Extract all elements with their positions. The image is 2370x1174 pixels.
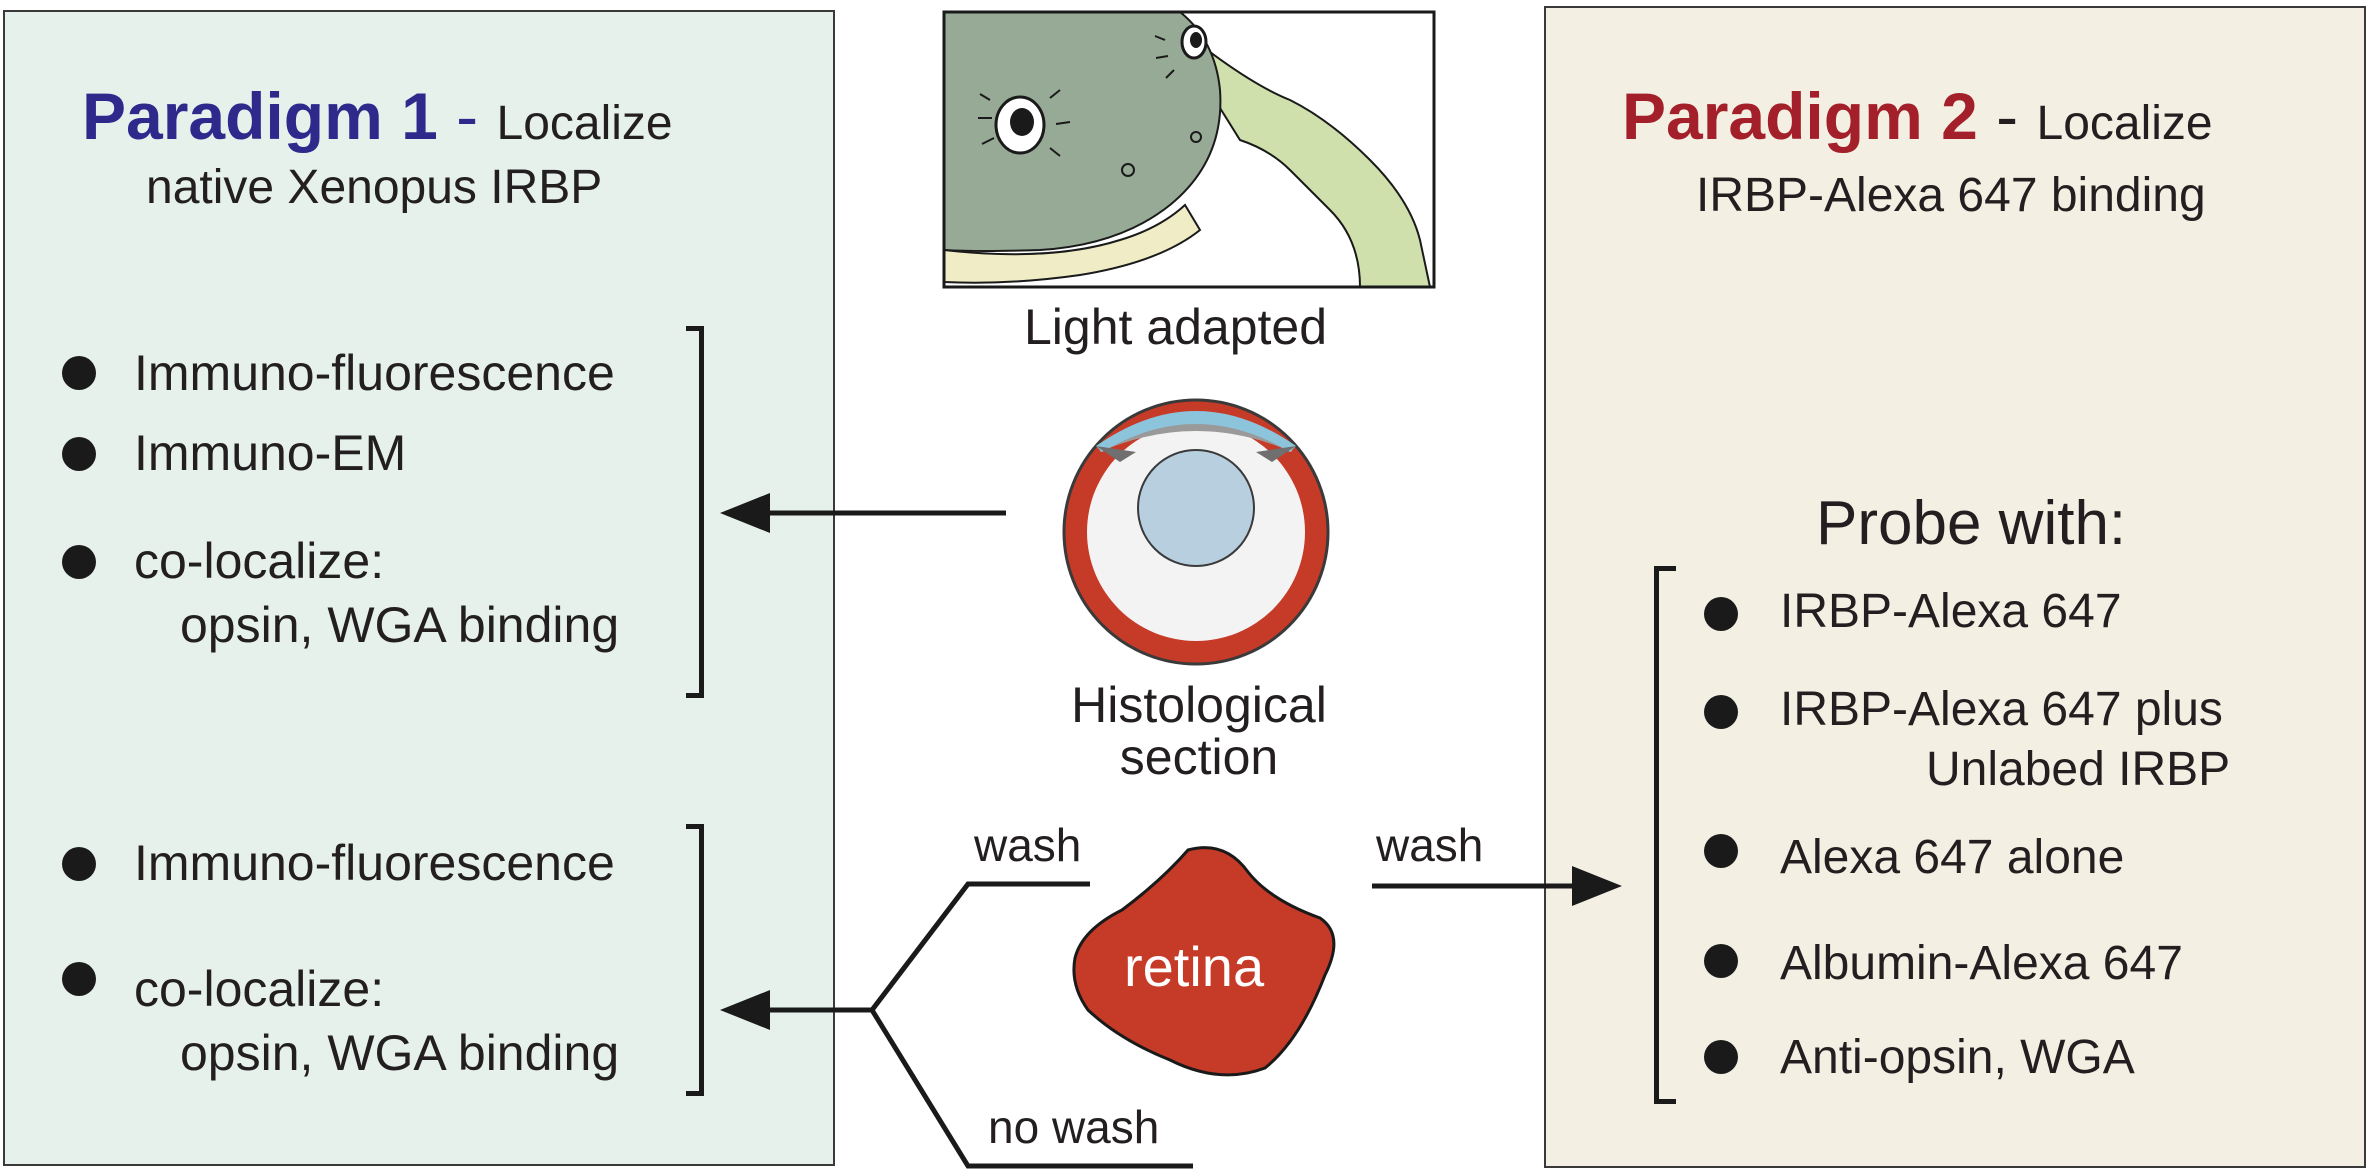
list-item-continuation: opsin, WGA binding bbox=[180, 597, 620, 653]
paradigm-1-subtitle: native Xenopus IRBP bbox=[146, 161, 603, 214]
probe-item: Albumin-Alexa 647 bbox=[1780, 937, 2183, 990]
probe-bracket bbox=[1654, 566, 1676, 1104]
bullet-dot bbox=[1704, 1040, 1738, 1074]
bullet-dot bbox=[62, 437, 96, 471]
list-item: Immuno-fluorescence bbox=[134, 835, 615, 891]
probe-item: IRBP-Alexa 647 bbox=[1780, 585, 2122, 638]
bullet-dot bbox=[62, 847, 96, 881]
eye-section-illustration bbox=[1062, 398, 1330, 666]
paradigm-2-panel bbox=[1544, 6, 2366, 1168]
probe-item: Anti-opsin, WGA bbox=[1780, 1031, 2135, 1084]
list-item: co-localize: bbox=[134, 533, 385, 589]
frog-caption: Light adapted bbox=[1024, 299, 1328, 355]
list-item-continuation: opsin, WGA binding bbox=[180, 1025, 620, 1081]
bullet-dot bbox=[1704, 834, 1738, 868]
bullet-dot bbox=[62, 356, 96, 390]
group-2-bracket bbox=[686, 824, 704, 1096]
paradigm-1-title: Paradigm 1 - Localize bbox=[82, 78, 673, 154]
probe-item-continuation: Unlabed IRBP bbox=[1926, 743, 2231, 796]
bullet-dot bbox=[1704, 695, 1738, 729]
list-item: Immuno-fluorescence bbox=[134, 345, 615, 401]
probe-item: Alexa 647 alone bbox=[1780, 831, 2125, 884]
list-item: Immuno-EM bbox=[134, 425, 407, 481]
paradigm-2-subtitle: IRBP-Alexa 647 binding bbox=[1696, 169, 2206, 222]
retina-label: retina bbox=[1124, 935, 1265, 998]
paradigm-2-title: Paradigm 2 - Localize bbox=[1622, 78, 2213, 154]
bullet-dot bbox=[62, 962, 96, 996]
bullet-dot bbox=[62, 545, 96, 579]
paradigm-1-panel bbox=[3, 10, 835, 1166]
frog-illustration bbox=[942, 10, 1436, 289]
group-1-bracket bbox=[686, 326, 704, 698]
paradigm-1-title-rest: Localize bbox=[496, 97, 673, 150]
paradigm-2-title-rest: Localize bbox=[2036, 97, 2213, 150]
probe-item: IRBP-Alexa 647 plus bbox=[1780, 683, 2223, 736]
bullet-dot bbox=[1704, 944, 1738, 978]
paradigm-2-title-dash: - bbox=[1996, 79, 2019, 153]
wash-branch-lines bbox=[868, 881, 1193, 1169]
wash-label-right: wash bbox=[1376, 819, 1484, 871]
paradigm-2-title-bold: Paradigm 2 bbox=[1622, 79, 1978, 153]
eye-caption-line1: Histological bbox=[1071, 677, 1327, 733]
bullet-dot bbox=[1704, 597, 1738, 631]
retina-blob bbox=[1072, 846, 1336, 1077]
paradigm-1-title-bold: Paradigm 1 bbox=[82, 79, 438, 153]
list-item: co-localize: bbox=[134, 961, 385, 1017]
no-wash-label: no wash bbox=[988, 1101, 1160, 1153]
probe-heading: Probe with: bbox=[1816, 489, 2127, 558]
wash-label-left: wash bbox=[974, 819, 1082, 871]
paradigm-1-title-dash: - bbox=[456, 79, 479, 153]
eye-caption-line2: section bbox=[1119, 729, 1279, 785]
